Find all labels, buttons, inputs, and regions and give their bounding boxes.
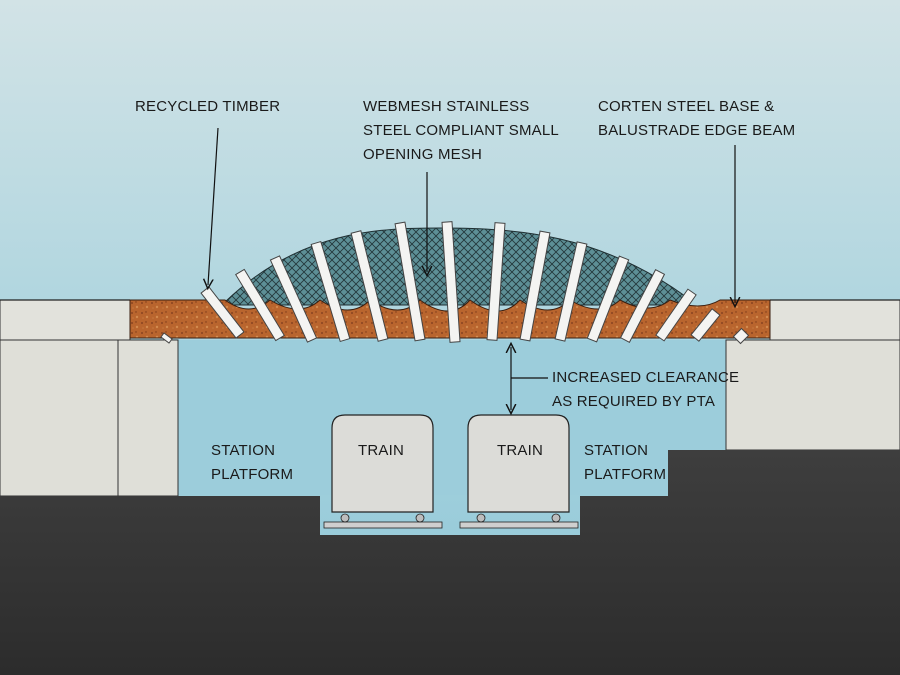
steel-fin xyxy=(486,222,506,341)
label-line: WEBMESH STAINLESS xyxy=(363,98,530,115)
label-webmesh: WEBMESH STAINLESS STEEL COMPLIANT SMALL … xyxy=(363,95,559,167)
steel-fin xyxy=(441,221,461,343)
steel-fin xyxy=(519,230,551,342)
label-line: PLATFORM xyxy=(584,466,667,483)
label-line: RECYCLED TIMBER xyxy=(135,98,281,115)
label-line: STEEL COMPLIANT SMALL xyxy=(363,122,559,139)
steel-fin xyxy=(310,240,351,343)
label-train-right: TRAIN xyxy=(497,439,543,463)
label-clearance: INCREASED CLEARANCE AS REQUIRED BY PTA xyxy=(552,366,739,414)
right-platform-structure xyxy=(725,299,900,451)
steel-fin xyxy=(586,255,630,343)
label-line: TRAIN xyxy=(497,442,543,459)
label-station-platform-left: STATION PLATFORM xyxy=(211,439,293,487)
train-right xyxy=(459,414,579,529)
label-recycled-timber: RECYCLED TIMBER xyxy=(135,95,280,119)
steel-fins xyxy=(160,221,750,345)
train-left xyxy=(323,414,443,529)
label-line: PLATFORM xyxy=(211,466,294,483)
steel-fin xyxy=(200,286,245,339)
leader-recycled-timber xyxy=(208,127,219,285)
ground xyxy=(0,450,900,675)
steel-fin xyxy=(160,332,173,344)
label-station-platform-right: STATION PLATFORM xyxy=(584,439,666,487)
steel-fin xyxy=(394,221,426,342)
steel-fin xyxy=(690,308,721,342)
label-train-left: TRAIN xyxy=(358,439,404,463)
label-line: CORTEN STEEL BASE & xyxy=(598,98,775,115)
label-line: STATION xyxy=(584,442,649,459)
label-corten: CORTEN STEEL BASE & BALUSTRADE EDGE BEAM xyxy=(598,95,795,143)
label-line: INCREASED CLEARANCE xyxy=(552,369,740,386)
steel-fin xyxy=(619,269,666,343)
label-line: TRAIN xyxy=(358,442,404,459)
clearance-zone xyxy=(178,340,726,495)
steel-fin xyxy=(732,327,750,345)
steel-fin xyxy=(350,230,389,342)
label-line: AS REQUIRED BY PTA xyxy=(552,393,716,410)
steel-fin xyxy=(235,268,285,342)
steel-fin xyxy=(269,255,318,343)
label-line: BALUSTRADE EDGE BEAM xyxy=(598,122,796,139)
steel-fin xyxy=(554,241,588,342)
label-line: OPENING MESH xyxy=(363,146,483,163)
steel-fin xyxy=(655,288,697,342)
label-line: STATION xyxy=(211,442,276,459)
